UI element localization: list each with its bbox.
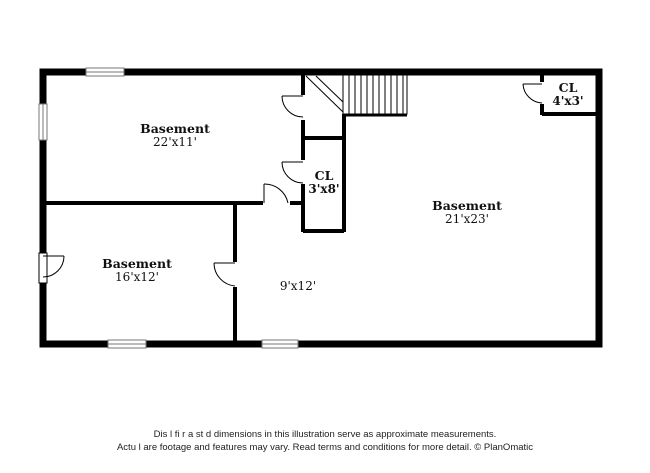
- room-name-upper-left: Basement: [140, 121, 210, 136]
- room-name-large: Basement: [432, 198, 502, 213]
- room-name-lower-left: Basement: [102, 256, 172, 271]
- closet-center-dims: 3'x8': [308, 182, 339, 196]
- disclaimer-line-1: Dis l fi r a st d dimensions in this ill…: [153, 429, 497, 440]
- area-middle-dims: 9'x12': [280, 279, 316, 293]
- disclaimer-line-2: Actu l are footage and features may vary…: [116, 442, 534, 453]
- stairs: [305, 73, 408, 115]
- windows: [38, 67, 299, 349]
- interior-walls: [43, 72, 599, 344]
- disclaimer: Dis l fi r a st d dimensions in this ill…: [0, 428, 650, 454]
- outer-walls: [39, 68, 603, 348]
- doors: [38, 83, 543, 287]
- room-dims-upper-left: 22'x11': [153, 135, 197, 149]
- room-dims-large: 21'x23': [445, 212, 489, 226]
- closet-right-name: CL: [559, 80, 578, 95]
- closet-center-name: CL: [315, 168, 334, 183]
- room-dims-lower-left: 16'x12': [115, 270, 159, 284]
- closet-right-dims: 4'x3': [552, 94, 583, 108]
